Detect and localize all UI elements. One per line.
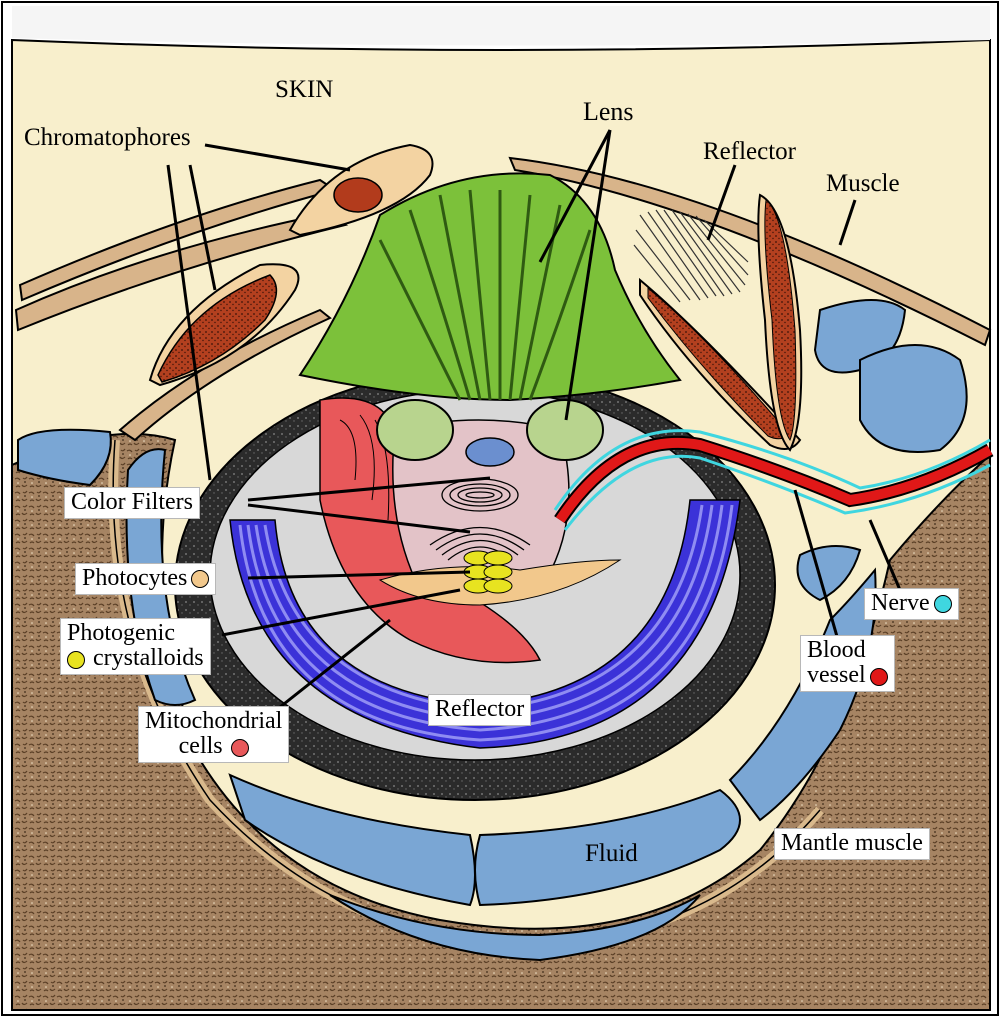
label-lens: Lens: [583, 97, 634, 126]
lens: [298, 172, 682, 467]
label-nerve: Nerve: [864, 588, 959, 621]
label-photogenic-crystalloids: Photogenic crystalloids: [60, 618, 211, 676]
label-blood-vessel: Blood vessel: [800, 635, 895, 693]
blood-swatch: [869, 667, 888, 686]
label-reflector-top: Reflector: [703, 138, 797, 165]
crystalloids-swatch: [67, 650, 85, 669]
label-skin: SKIN: [275, 76, 334, 103]
muscle-bands: [14, 156, 992, 442]
label-muscle: Muscle: [826, 170, 900, 197]
fluid-sacs: [17, 299, 968, 962]
label-color-filters: Color Filters: [64, 487, 201, 520]
nerve-and-vessel: [553, 429, 994, 531]
reflector-striations-top: [633, 209, 749, 303]
label-fluid: Fluid: [585, 840, 638, 867]
label-photogenic-line2: crystalloids: [93, 645, 204, 672]
label-chromatophores: Chromatophores: [24, 124, 191, 151]
photocytes-swatch: [191, 570, 210, 589]
color-filters: [429, 478, 531, 561]
photogenic-crystalloids: [463, 550, 513, 594]
nerve-swatch: [933, 595, 952, 614]
label-blood-line2: vessel: [807, 662, 866, 689]
leader-lines: [166, 129, 902, 717]
label-blood-line1: Blood: [807, 637, 866, 663]
mantle-muscle-region: [11, 432, 991, 1011]
mitochondrial-swatch: [230, 738, 249, 757]
label-mantle-muscle: Mantle muscle: [774, 828, 930, 861]
label-photocytes: Photocytes: [75, 563, 217, 596]
label-mitochondrial-line1: Mitochondrial: [145, 708, 283, 734]
label-photocytes-text: Photocytes: [82, 565, 188, 591]
label-mitochondrial-cells: Mitochondrial cells: [138, 706, 290, 764]
chromatophores: [148, 143, 803, 452]
label-mitochondrial-line2: cells: [178, 733, 223, 760]
label-photogenic-line1: Photogenic: [67, 620, 175, 646]
label-reflector-center: Reflector: [428, 694, 532, 727]
label-nerve-text: Nerve: [871, 590, 930, 616]
